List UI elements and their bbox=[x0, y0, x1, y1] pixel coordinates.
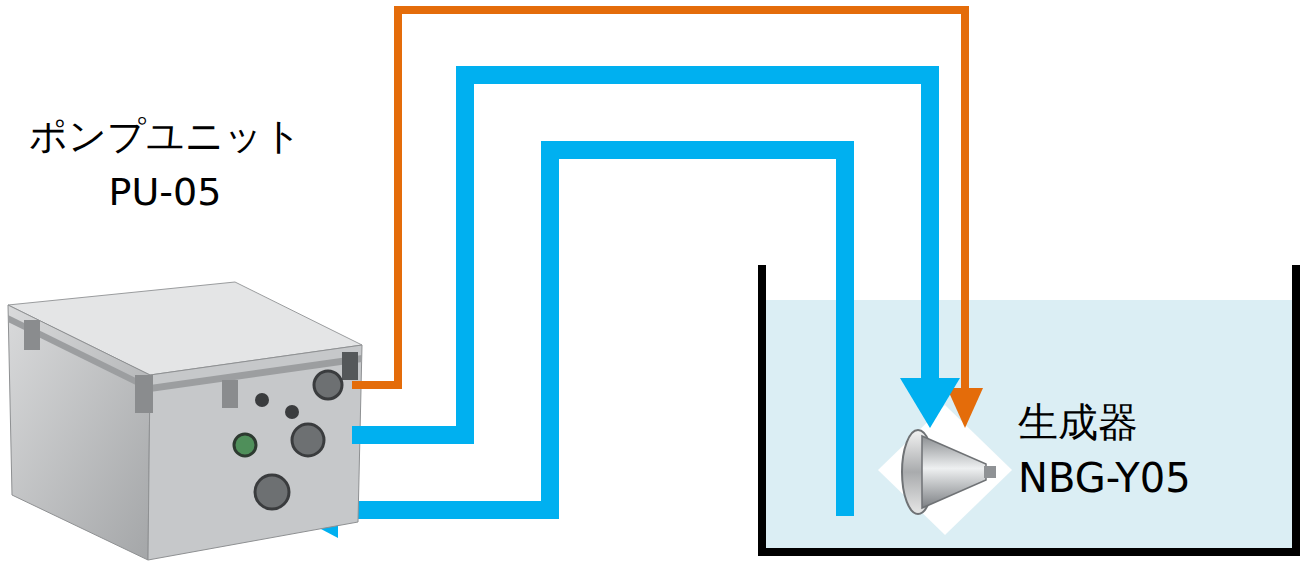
pump-front bbox=[148, 345, 362, 560]
switch bbox=[285, 405, 299, 419]
lid-seam bbox=[8, 315, 150, 392]
outlet-fitting bbox=[314, 371, 342, 399]
latch bbox=[342, 352, 358, 380]
switch bbox=[255, 393, 269, 407]
cone bbox=[922, 436, 986, 508]
pipe-line bbox=[352, 10, 965, 390]
latch bbox=[24, 320, 40, 350]
latch bbox=[135, 375, 153, 413]
model-number: NBG-Y05 bbox=[1018, 454, 1218, 502]
generator: 生成器NBG-Y05 bbox=[880, 428, 1210, 538]
unit-name: ポンプユニット bbox=[0, 114, 330, 160]
pump-unit: ポンプユニット PU-05 bbox=[0, 110, 352, 564]
generator-illustration bbox=[878, 405, 1012, 535]
pipe-line bbox=[352, 75, 930, 435]
nozzle-tip bbox=[984, 466, 996, 478]
arrowhead bbox=[947, 388, 983, 428]
latch bbox=[222, 380, 238, 408]
photo-background bbox=[878, 405, 1012, 535]
inlet-fitting bbox=[255, 475, 289, 509]
return-pipe bbox=[335, 150, 845, 516]
blue-pipe bbox=[352, 75, 960, 435]
pump-side bbox=[8, 305, 150, 560]
orange-pipe bbox=[352, 10, 983, 428]
indicator bbox=[234, 434, 256, 456]
model-number: PU-05 bbox=[0, 170, 330, 216]
arrowhead bbox=[900, 378, 960, 428]
pump-unit-illustration bbox=[8, 282, 362, 560]
outlet-fitting bbox=[292, 424, 324, 456]
unit-name: 生成器 bbox=[1018, 398, 1208, 446]
